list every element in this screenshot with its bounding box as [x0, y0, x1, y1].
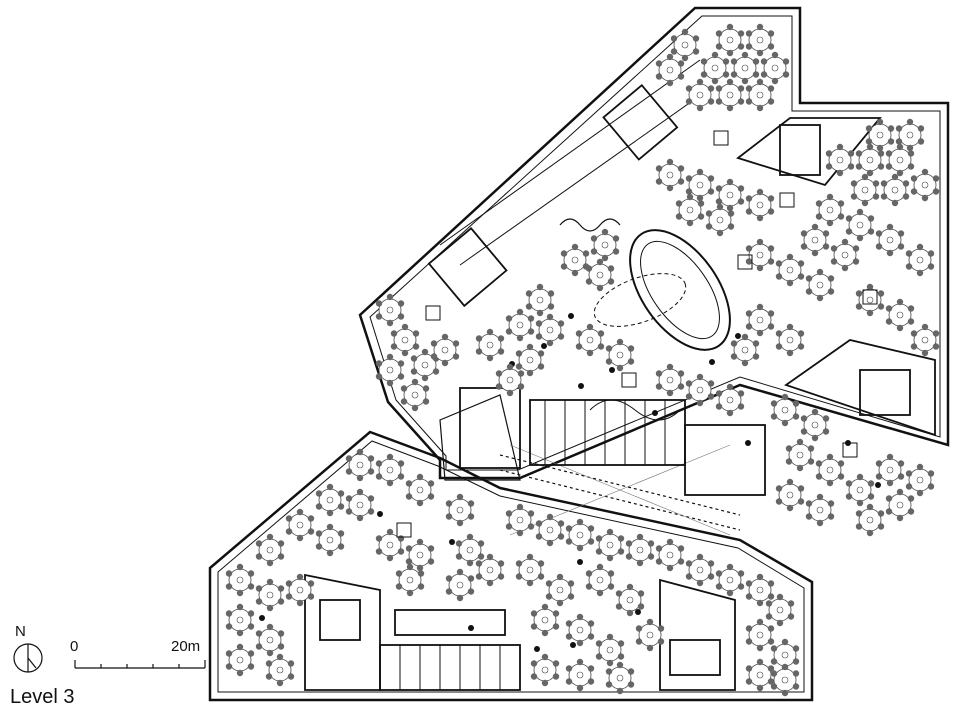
north-arrow-icon: [13, 643, 43, 673]
scale-start-label: 0: [70, 638, 79, 655]
north-label: N: [15, 623, 26, 640]
north-wing-outline: [358, 6, 950, 480]
south-wing-outline: [208, 430, 814, 702]
atrium-ramp: [559, 218, 731, 421]
service-cores: [304, 83, 936, 691]
scale-end-label: 20m: [171, 638, 201, 655]
meeting-tables: [396, 130, 878, 538]
workstation-clusters-south: [225, 448, 800, 697]
level-title: Level 3: [10, 686, 75, 708]
scale-bar: [74, 660, 206, 669]
partition-lines: [399, 59, 706, 690]
